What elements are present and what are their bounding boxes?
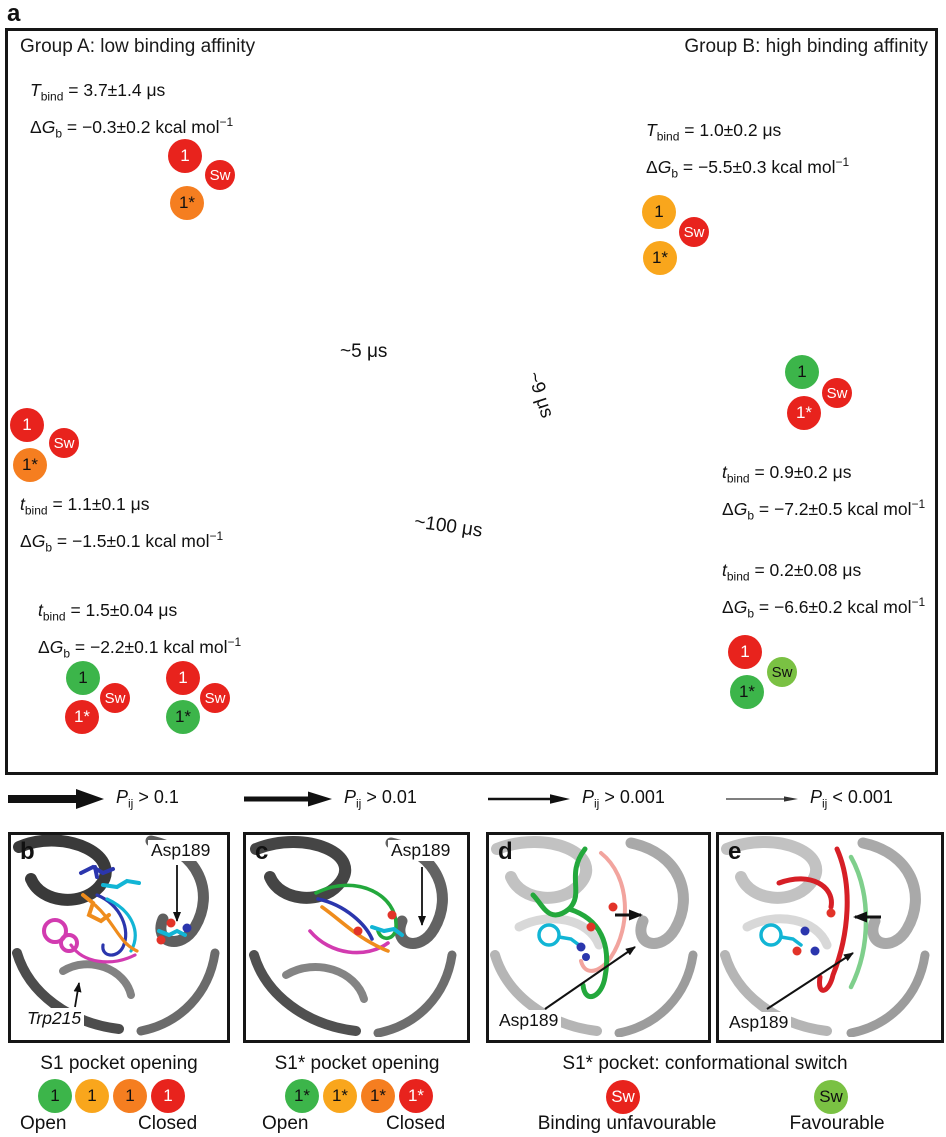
badge-s1: 1 (642, 195, 676, 229)
stats-blue: Tbind = 3.7±1.4 μs ΔGb = −0.3±0.2 kcal m… (30, 80, 234, 140)
arrow-legend-item-2: Pij > 0.01 (244, 787, 417, 811)
panel-c-scene (249, 835, 457, 1037)
state-node-magenta (603, 393, 623, 413)
panel-a-letter: a (7, 0, 21, 27)
sw-unfavourable-circle: Sw (606, 1080, 640, 1114)
pij-label: Pij < 0.001 (810, 787, 893, 811)
s1star-circle: 1* (361, 1079, 395, 1113)
arrow-center-to-orange (398, 304, 520, 475)
pij-label: Pij > 0.1 (116, 787, 179, 811)
s1-circle: 1 (75, 1079, 109, 1113)
panel-b-letter: b (20, 838, 35, 865)
s1star-closed-label: Closed (386, 1113, 446, 1134)
badge-s1star: 1* (730, 675, 764, 709)
state-node-blue (291, 273, 325, 307)
s1star-open-circle: 1* (285, 1079, 319, 1113)
panel-c-letter: c (255, 838, 269, 865)
pij-label: Pij > 0.01 (344, 787, 417, 811)
asp189-pointer-arrow (766, 952, 854, 1010)
arrow-magenta-to-center (417, 407, 603, 471)
asp189-label: Asp189 (726, 1012, 792, 1033)
s1star-open-label: Open (262, 1113, 309, 1134)
stats-green: tbind = 1.5±0.04 μs ΔGb = −2.2±0.1 kcal … (38, 600, 242, 660)
state-node-unbound-center (294, 438, 412, 556)
group-b-title: Group B: high binding affinity (684, 36, 928, 57)
badge-sw: Sw (767, 657, 797, 687)
badge-s1star: 1* (65, 700, 99, 734)
s1star-legend-title: S1* pocket opening (274, 1053, 440, 1074)
thick-arrow-icon (8, 789, 104, 809)
badge-s1star: 1* (787, 396, 821, 430)
badge-sw: Sw (822, 378, 852, 408)
badge-s1star: 1* (166, 700, 200, 734)
panel-e-scene (720, 835, 930, 1037)
arrow-legend-item-1: Pij > 0.1 (8, 787, 179, 811)
s1star-circle: 1* (323, 1079, 357, 1113)
badge-s1star: 1* (170, 186, 204, 220)
badge-sw: Sw (679, 217, 709, 247)
state-node-orange (522, 285, 536, 299)
s1-closed-label: Closed (138, 1113, 198, 1134)
s1-closed-circle: 1 (151, 1079, 185, 1113)
badge-s1star: 1* (643, 241, 677, 275)
badge-s1: 1 (728, 635, 762, 669)
trp215-label: Trp215 (24, 1008, 85, 1029)
asp189-label: Asp189 (148, 840, 214, 861)
stats-orange: Tbind = 1.0±0.2 μs ΔGb = −5.5±0.3 kcal m… (646, 120, 850, 180)
arrow-blue-to-orange (326, 282, 515, 291)
sw-favourable-label: Favourable (789, 1113, 885, 1134)
timescale-5us: ~5 μs (340, 341, 388, 362)
medium-arrow-icon (244, 791, 332, 807)
group-a-title: Group A: low binding affinity (20, 36, 256, 57)
s1-open-label: Open (20, 1113, 67, 1134)
s1-legend-title: S1 pocket opening (40, 1053, 198, 1074)
arrow-orange-to-center (393, 297, 527, 459)
arrow-legend-item-4: Pij < 0.001 (726, 787, 893, 811)
s1star-closed-circle: 1* (399, 1079, 433, 1113)
switch-legend-title: S1* pocket: conformational switch (562, 1053, 848, 1074)
arrow-blue-to-center (313, 309, 350, 460)
thin-arrow-icon (488, 794, 570, 804)
state-node-cyan (227, 403, 263, 439)
sw-favourable-circle: Sw (814, 1080, 848, 1114)
sw-unfavourable-label: Binding unfavourable (537, 1113, 717, 1134)
badge-s1: 1 (10, 408, 44, 442)
stats-magenta: tbind = 0.9±0.2 μs ΔGb = −7.2±0.5 kcal m… (722, 462, 926, 522)
arrow-center-to-magenta (415, 413, 598, 484)
panel-d-scene (490, 835, 698, 1037)
asp189-pointer-arrow (544, 946, 636, 1010)
pij-label: Pij > 0.001 (582, 787, 665, 811)
trp215-pointer-arrow (73, 982, 82, 1008)
badge-sw: Sw (100, 683, 130, 713)
stats-red: tbind = 0.2±0.08 μs ΔGb = −6.6±0.2 kcal … (722, 560, 926, 620)
badge-s1star: 1* (13, 448, 47, 482)
asp189-label: Asp189 (496, 1010, 562, 1031)
badge-sw: Sw (49, 428, 79, 458)
badge-s1: 1 (785, 355, 819, 389)
badge-s1: 1 (166, 661, 200, 695)
badge-sw: Sw (200, 683, 230, 713)
panel-e-letter: e (728, 838, 742, 865)
panel-b-scene (12, 835, 220, 1036)
badge-s1: 1 (66, 661, 100, 695)
badge-s1: 1 (168, 139, 202, 173)
badge-sw: Sw (205, 160, 235, 190)
panel-d-letter: d (498, 838, 513, 865)
stats-cyan: tbind = 1.1±0.1 μs ΔGb = −1.5±0.1 kcal m… (20, 494, 224, 554)
asp189-label: Asp189 (388, 840, 454, 861)
arrow-legend-item-3: Pij > 0.001 (488, 787, 665, 811)
s1-open-circle: 1 (38, 1079, 72, 1113)
state-node-unbound-right (514, 490, 614, 590)
s1-circle: 1 (113, 1079, 147, 1113)
hairline-arrow-icon (726, 796, 798, 802)
